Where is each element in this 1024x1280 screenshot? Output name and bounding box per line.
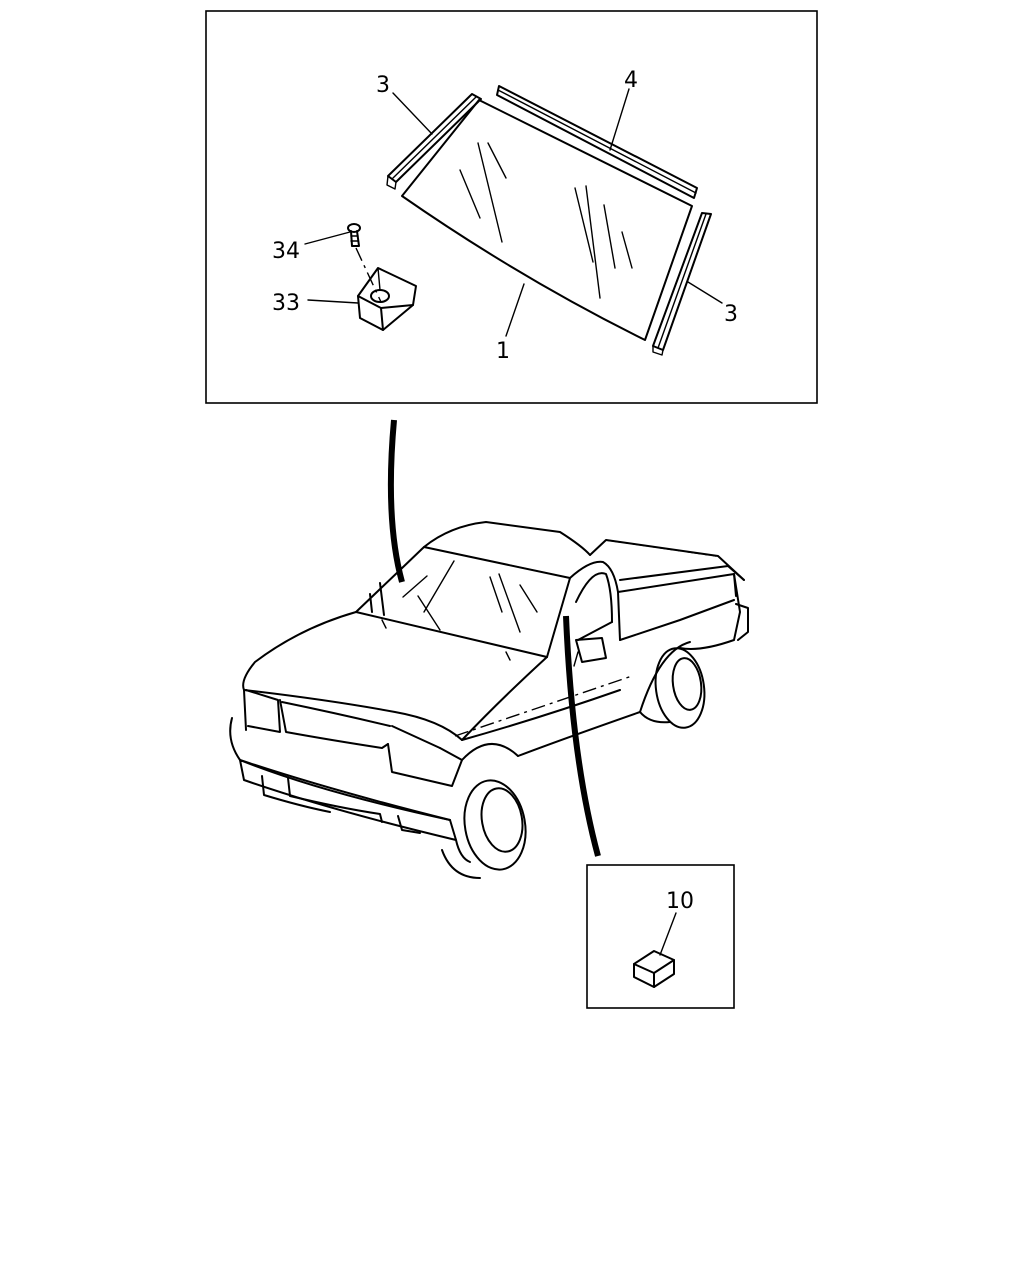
detail-frame-windshield	[205, 10, 818, 404]
top-molding	[496, 85, 698, 199]
leader-3-right	[687, 281, 723, 304]
callout-4: 4	[624, 68, 638, 93]
leader-1	[505, 283, 525, 337]
callout-3-right: 3	[724, 302, 738, 327]
side-molding-left	[386, 93, 482, 190]
leader-3-left	[392, 92, 433, 135]
windshield-glass	[401, 99, 693, 341]
callout-1: 1	[496, 339, 510, 364]
callout-34: 34	[272, 239, 300, 264]
leader-33	[307, 299, 359, 304]
pickup-truck	[229, 521, 749, 879]
callout-10: 10	[666, 889, 694, 914]
side-molding-right	[652, 212, 712, 356]
screw-axis-line	[355, 247, 382, 303]
leader-10	[659, 912, 677, 956]
connector-line-upper	[387, 419, 405, 583]
connector-line-lower	[563, 615, 601, 857]
adhesive-kit	[633, 950, 675, 988]
callout-33: 33	[272, 291, 300, 316]
detail-frame-adhesive-kit	[586, 864, 735, 1009]
clip	[357, 267, 417, 331]
callout-3-left: 3	[376, 73, 390, 98]
leader-34	[304, 231, 351, 245]
leader-4	[609, 88, 630, 151]
screw	[347, 223, 361, 247]
